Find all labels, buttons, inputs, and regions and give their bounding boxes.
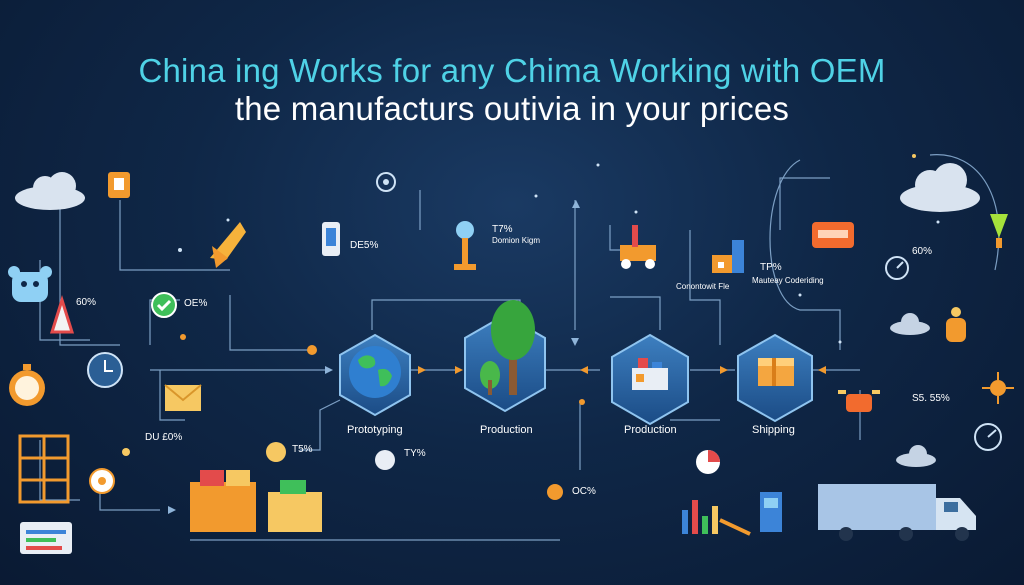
callout-s55: S5. 55% <box>912 393 950 404</box>
machine-icon <box>812 222 854 248</box>
truck-icon <box>818 484 976 541</box>
stage-production-2 <box>611 333 689 426</box>
drone-icon <box>838 390 880 412</box>
bear-icon <box>8 266 52 302</box>
timer-icon <box>974 423 1002 451</box>
cloud-icon <box>900 163 980 212</box>
bar-chart-icon <box>682 500 751 536</box>
callout-t5: T5% <box>292 444 313 455</box>
connector-lines <box>39 154 1000 541</box>
stage-label-production-1: Production <box>480 424 533 436</box>
sun-icon <box>982 372 1014 404</box>
globe-icon <box>349 346 401 398</box>
stage-label-shipping: Shipping <box>752 424 795 436</box>
crane-icon <box>620 225 656 269</box>
stage-label-prototyping: Prototyping <box>347 424 403 436</box>
callout-de5: DE5% <box>350 240 379 251</box>
title-line-2: the manufacturs outivia in your prices <box>234 90 790 127</box>
page-title: China ing Works for any Chima Working wi… <box>0 52 1024 128</box>
sparkles <box>122 154 940 456</box>
tree-icon <box>480 300 535 395</box>
callout-t7-sub: Domion Kigm <box>492 236 541 245</box>
rocket-icon <box>210 222 246 268</box>
callout-60-right: 60% <box>912 246 933 257</box>
scale-icon <box>89 468 115 494</box>
pie-icon <box>696 450 720 474</box>
robot-icon <box>946 307 966 342</box>
cloud-icon <box>890 313 930 335</box>
lamp-icon <box>454 221 476 270</box>
callout-tp-sub: Mauteay Coderiding <box>752 276 824 285</box>
callout-conontowit: Conontowit Fle <box>676 282 730 291</box>
pin-icon <box>990 214 1008 248</box>
building-frame-icon <box>18 434 70 504</box>
callout-oe: OE% <box>184 298 208 309</box>
target-icon <box>376 172 396 192</box>
clock-icon <box>87 352 123 388</box>
check-icon <box>151 292 177 318</box>
coin-icon <box>547 484 563 500</box>
callout-oc: OC% <box>572 486 596 497</box>
gauge-icon <box>885 256 909 280</box>
stopwatch-icon <box>9 364 45 406</box>
callout-t7: T7% <box>492 224 513 235</box>
callout-60-left: 60% <box>76 297 97 308</box>
envelope-icon <box>164 384 202 411</box>
phone-icon <box>322 222 340 256</box>
stage-label-production-2: Production <box>624 424 677 436</box>
stage-shipping <box>737 333 813 423</box>
cloud-icon <box>896 445 936 467</box>
callout-du: DU £0% <box>145 432 183 443</box>
stage-prototyping <box>339 333 411 417</box>
warning-icon <box>49 294 75 334</box>
callout-tp: TP% <box>760 262 782 273</box>
checklist-icon <box>20 522 72 554</box>
fuel-pump-icon <box>760 492 782 532</box>
callout-ty: TY% <box>404 448 426 459</box>
boxes-stack-icon <box>190 470 322 532</box>
flow-arrows <box>168 200 826 514</box>
container-icon <box>108 172 130 198</box>
badge-icon <box>266 442 395 470</box>
boxes-icon <box>758 358 794 386</box>
building-icon <box>712 240 744 273</box>
cloud-icon <box>15 172 85 210</box>
factory-icon <box>632 358 668 390</box>
title-line-1: China ing Works for any Chima Working wi… <box>138 52 886 89</box>
stage-production-1 <box>464 300 546 413</box>
